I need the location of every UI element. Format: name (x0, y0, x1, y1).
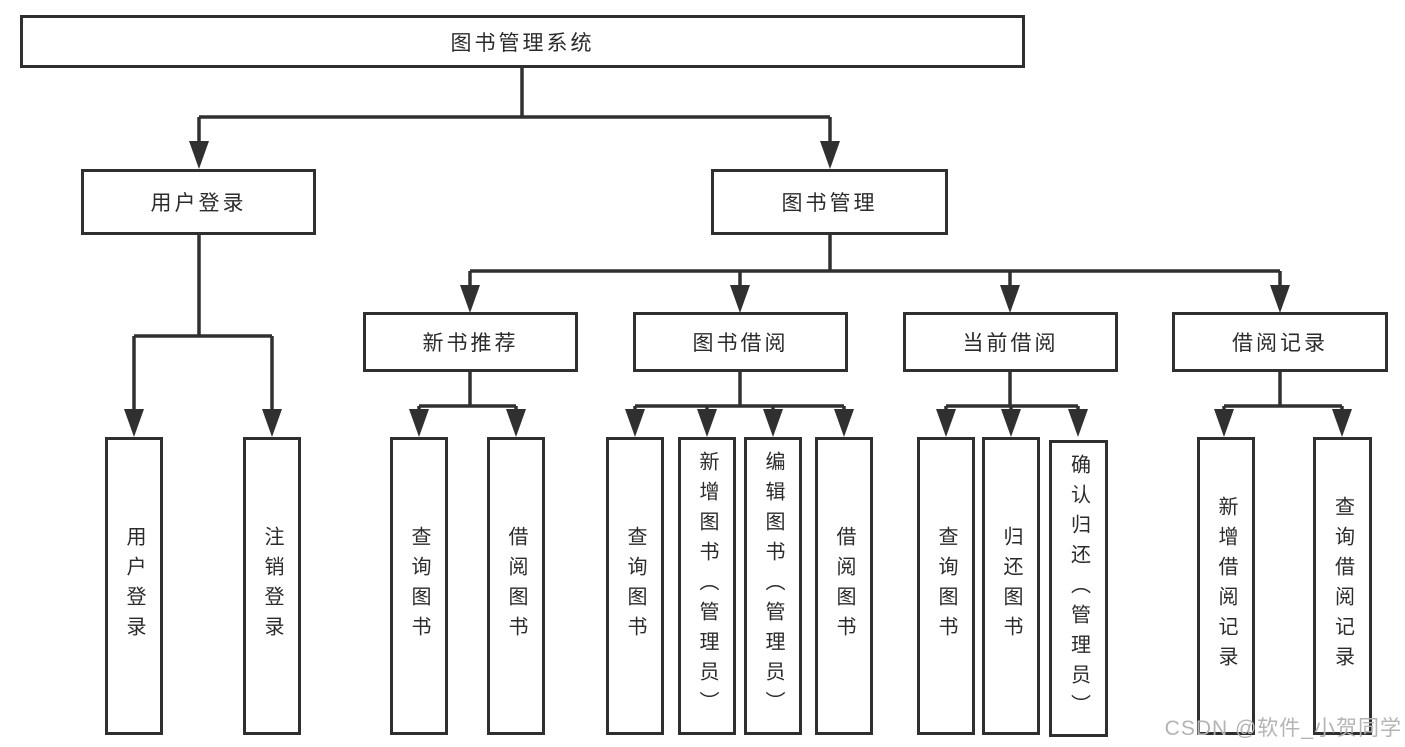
leaf-label: 归还图书 (1000, 526, 1022, 646)
node-book-management: 图书管理 (711, 169, 948, 235)
leaf-query-books-1: 查询图书 (390, 437, 448, 735)
node-book-borrow: 图书借阅 (633, 312, 848, 372)
csdn-watermark: CSDN @软件_小贺同学 (1164, 717, 1402, 740)
leaf-label: 用户登录 (123, 526, 145, 646)
leaf-add-borrow-record: 新增借阅记录 (1197, 437, 1255, 735)
leaf-label: 编辑图书（管理员） (762, 451, 784, 721)
leaf-edit-books-admin: 编辑图书（管理员） (744, 437, 802, 735)
node-user-login: 用户登录 (81, 169, 316, 235)
leaf-label: 查询图书 (408, 526, 430, 646)
node-new-book-recommend: 新书推荐 (363, 312, 578, 372)
leaf-borrow-books-1: 借阅图书 (487, 437, 545, 735)
leaf-label: 查询借阅记录 (1331, 496, 1354, 676)
node-borrow-records: 借阅记录 (1172, 312, 1388, 372)
root-node-book-management-system: 图书管理系统 (20, 15, 1025, 68)
leaf-label: 注销登录 (261, 526, 283, 646)
leaf-label: 借阅图书 (833, 526, 855, 646)
leaf-label: 查询图书 (935, 526, 957, 646)
leaf-logout: 注销登录 (243, 437, 301, 735)
leaf-label: 新增图书（管理员） (696, 451, 718, 721)
leaf-return-books: 归还图书 (982, 437, 1040, 735)
leaf-confirm-return-admin: 确认归还（管理员） (1049, 440, 1108, 737)
leaf-borrow-books-2: 借阅图书 (815, 437, 873, 735)
leaf-query-borrow-record: 查询借阅记录 (1313, 437, 1372, 735)
node-current-borrow: 当前借阅 (903, 312, 1118, 372)
leaf-query-books-3: 查询图书 (917, 437, 975, 735)
leaf-user-login: 用户登录 (105, 437, 163, 735)
leaf-label: 查询图书 (624, 526, 646, 646)
leaf-label: 借阅图书 (505, 526, 527, 646)
leaf-add-books-admin: 新增图书（管理员） (678, 437, 736, 735)
leaf-query-books-2: 查询图书 (606, 437, 664, 735)
leaf-label: 确认归还（管理员） (1067, 453, 1090, 724)
arrowheads (124, 141, 1352, 437)
leaf-label: 新增借阅记录 (1215, 496, 1237, 676)
